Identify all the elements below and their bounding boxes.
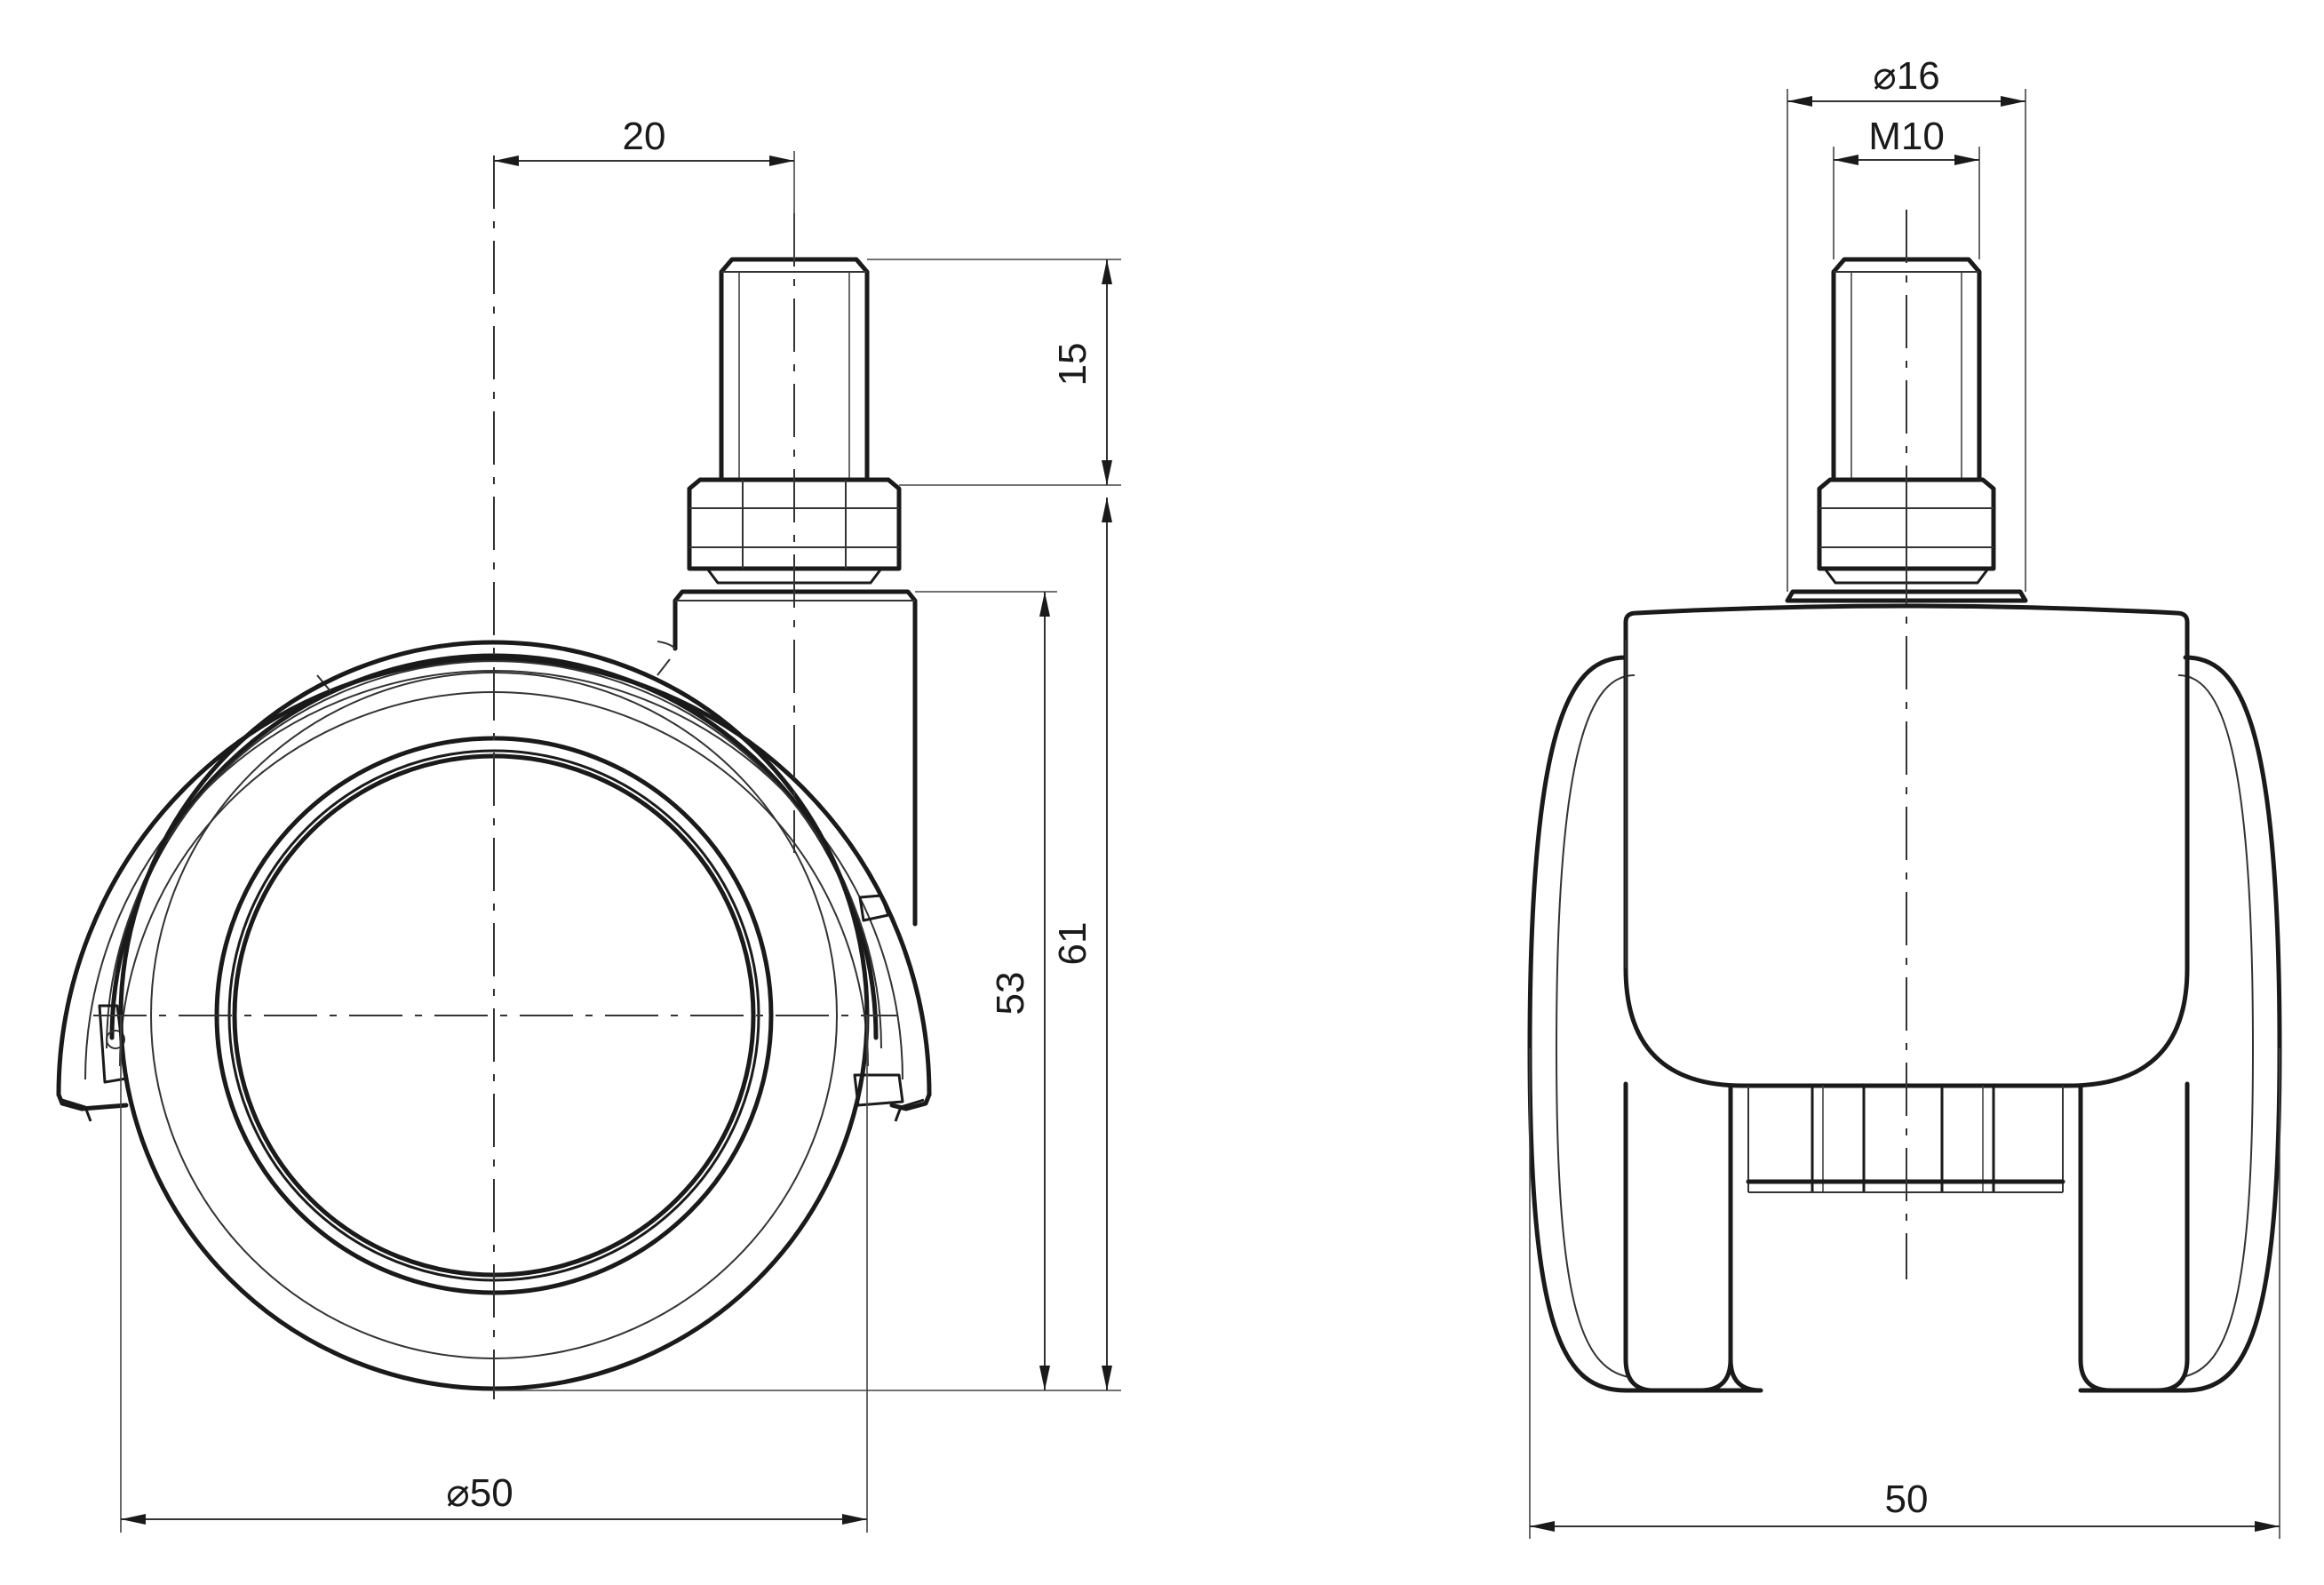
- dim-label-stem-length: 15: [1051, 343, 1094, 386]
- dim-label-wheel-axle-height: 53: [989, 972, 1032, 1016]
- dim-label-stem-outer-diameter: ⌀16: [1873, 54, 1939, 98]
- front-legs: [1623, 1081, 2190, 1393]
- dim-stem-offset: 20: [494, 115, 795, 259]
- dim-total-height: 61: [494, 498, 1121, 1391]
- dim-label-wheel-diameter: ⌀50: [446, 1471, 513, 1515]
- dim-thread: M10: [1833, 115, 1980, 259]
- dim-label-thread: M10: [1868, 115, 1945, 158]
- side-view: 20 15 61 53: [56, 115, 1121, 1533]
- front-view: ⌀16 M10 50: [1527, 54, 2282, 1539]
- wheel-diameter-value: 50: [470, 1471, 513, 1515]
- front-tyres: [1527, 655, 2282, 1393]
- dim-label-total-height: 61: [1051, 922, 1094, 966]
- front-collar: [1785, 589, 2028, 603]
- dim-wheel-axle-height: 53: [915, 591, 1057, 1390]
- side-hex-nut: [687, 477, 902, 585]
- diameter-symbol: ⌀: [446, 1471, 470, 1515]
- dim-label-stem-offset: 20: [623, 115, 666, 158]
- dim-overall-width: 50: [1529, 1048, 2280, 1539]
- diameter-symbol: ⌀: [1873, 54, 1897, 98]
- dim-stem-outer-diameter: ⌀16: [1787, 54, 2026, 592]
- dim-stem-length: 15: [867, 259, 1121, 486]
- dim-wheel-diameter: ⌀50: [120, 1016, 868, 1533]
- side-housing-neck: [657, 589, 918, 927]
- front-housing: [1623, 603, 2190, 1088]
- stem-diameter-value: 16: [1897, 54, 1940, 98]
- dim-label-overall-width: 50: [1885, 1477, 1929, 1521]
